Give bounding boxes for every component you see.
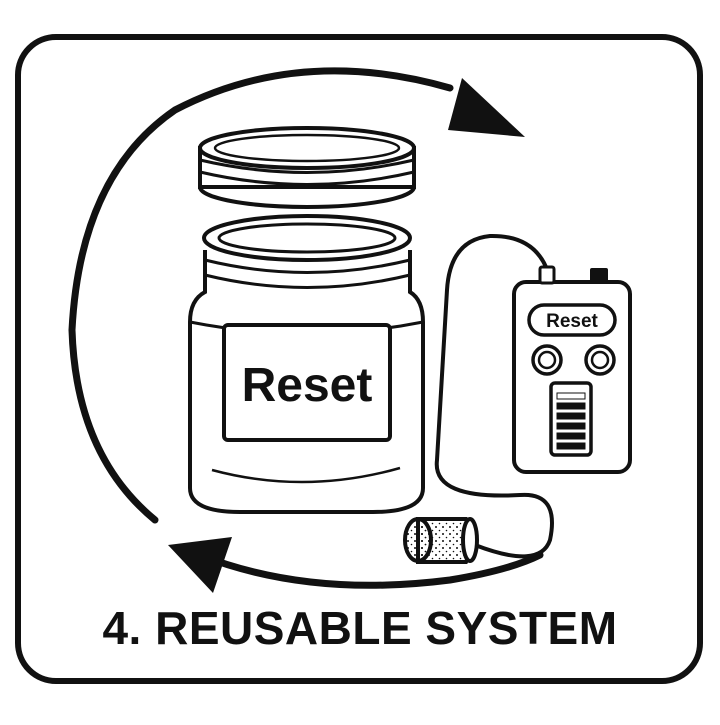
jar-label: Reset xyxy=(242,359,373,412)
battery-bar xyxy=(556,392,586,400)
battery-bar xyxy=(556,422,586,430)
device-label: Reset xyxy=(546,311,598,332)
tube-connector xyxy=(538,265,556,285)
battery-bar xyxy=(556,432,586,440)
power-button[interactable] xyxy=(590,268,608,282)
air-tube xyxy=(434,233,554,559)
battery-bar xyxy=(556,442,586,450)
device-label-badge xyxy=(527,303,617,337)
jar-label-panel xyxy=(222,323,392,442)
lid-icon xyxy=(198,126,416,209)
diffuser-stone-icon xyxy=(403,517,479,564)
battery-bar xyxy=(556,412,586,420)
battery-bar xyxy=(556,402,586,410)
jar-icon xyxy=(188,214,425,514)
battery-level-bars xyxy=(556,392,586,450)
controller-device-icon xyxy=(512,265,632,474)
left-knob[interactable] xyxy=(531,344,563,376)
right-knob[interactable] xyxy=(584,344,616,376)
battery-icon xyxy=(549,381,593,457)
caption-title: 4. REUSABLE SYSTEM xyxy=(102,602,618,654)
cycle-arrow-icon xyxy=(68,67,544,593)
